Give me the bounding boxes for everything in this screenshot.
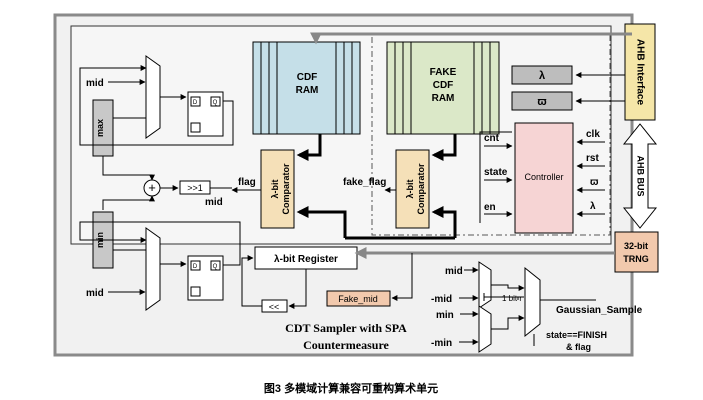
flag-label: flag xyxy=(238,177,256,188)
lambda-register xyxy=(511,65,573,85)
ctrl-input-clk: clk xyxy=(586,129,600,140)
fake-cdf-ram-label-3: RAM xyxy=(432,93,455,104)
cdf-comparator xyxy=(260,149,295,229)
max-label: max xyxy=(95,119,105,137)
ctrl-output-cnt: cnt xyxy=(484,133,500,144)
fake-cdf-ram: FAKE CDF RAM xyxy=(386,41,500,135)
mux-input-neg-min: -min xyxy=(431,338,452,349)
cdf-comparator-label-1: λ-bit xyxy=(270,179,280,198)
ctrl-input-rst: rst xyxy=(586,153,599,164)
gaussian-sample-label: Gaussian_Sample xyxy=(556,305,643,316)
one-bit-r-label: 1 bit r xyxy=(502,294,522,303)
mid-label-adder: mid xyxy=(205,197,223,208)
fake-cdf-ram-label-1: FAKE xyxy=(430,67,457,78)
ctrl-output-state: state xyxy=(484,167,508,178)
shift-right-label: >>1 xyxy=(187,183,203,193)
out-mux-2 xyxy=(478,305,492,353)
ff-bottom-q: Q xyxy=(213,264,218,270)
ff-top-d: D xyxy=(193,100,198,106)
figure-caption: 图3 多模域计算兼容可重构算术单元 xyxy=(264,381,438,395)
trng-block xyxy=(614,231,659,273)
mid-label-top: mid xyxy=(86,78,104,89)
fake-comparator-label-1: λ-bit xyxy=(405,179,415,198)
mux-input-neg-mid: -mid xyxy=(431,294,452,305)
ff-top-q: Q xyxy=(213,100,218,106)
fake-comparator xyxy=(395,149,430,229)
register-label: λ-bit Register xyxy=(274,254,338,265)
controller-label: Controller xyxy=(524,172,563,182)
state-finish-label-1: state==FINISH xyxy=(546,330,607,340)
lambda-register-label: λ xyxy=(539,70,545,82)
adder-symbol: + xyxy=(148,180,156,195)
ff-bottom-d: D xyxy=(193,264,198,270)
fake-comparator-label-2: Comparator xyxy=(416,163,426,215)
fake-group-frame xyxy=(371,34,611,236)
ctrl-input-lambda: λ xyxy=(590,201,596,212)
cdf-ram-label-2: RAM xyxy=(296,85,319,96)
ahb-bus-label: AHB BUS xyxy=(636,155,646,196)
mux-input-min: min xyxy=(436,310,454,321)
out-mux-1 xyxy=(478,261,492,309)
ahb-interface xyxy=(624,23,656,121)
cdf-ram-label-1: CDF xyxy=(297,72,318,83)
varpi-register xyxy=(511,91,573,111)
state-finish-label-2: & flag xyxy=(566,342,591,352)
shift-left-label: << xyxy=(269,302,280,312)
ahb-interface-label: AHB Interface xyxy=(634,39,645,106)
fake-cdf-ram-label-2: CDF xyxy=(433,80,454,91)
mux-bottom xyxy=(145,227,161,311)
varpi-register-label: ϖ xyxy=(537,96,546,108)
ctrl-output-en: en xyxy=(484,202,496,213)
trng-label-2: TRNG xyxy=(623,254,649,264)
mux-input-mid: mid xyxy=(445,266,463,277)
cdf-ram: CDF RAM xyxy=(252,41,361,135)
mux-top xyxy=(145,55,161,139)
mid-label-bottom: mid xyxy=(86,288,104,299)
fake-flag-label: fake_flag xyxy=(343,177,386,188)
sampler-title-line-1: CDT Sampler with SPA xyxy=(285,321,407,335)
sampler-title-line-2: Countermeasure xyxy=(303,338,389,352)
controller-block xyxy=(514,122,574,234)
fake-mid-label: Fake_mid xyxy=(338,294,378,304)
trng-label-1: 32-bit xyxy=(624,241,648,251)
cdf-comparator-label-2: Comparator xyxy=(281,163,291,215)
out-mux-3 xyxy=(524,266,541,338)
ahb-bus-arrow xyxy=(622,123,658,229)
fake-mid-block xyxy=(326,290,391,307)
ctrl-input-varpi: ϖ xyxy=(590,177,599,188)
